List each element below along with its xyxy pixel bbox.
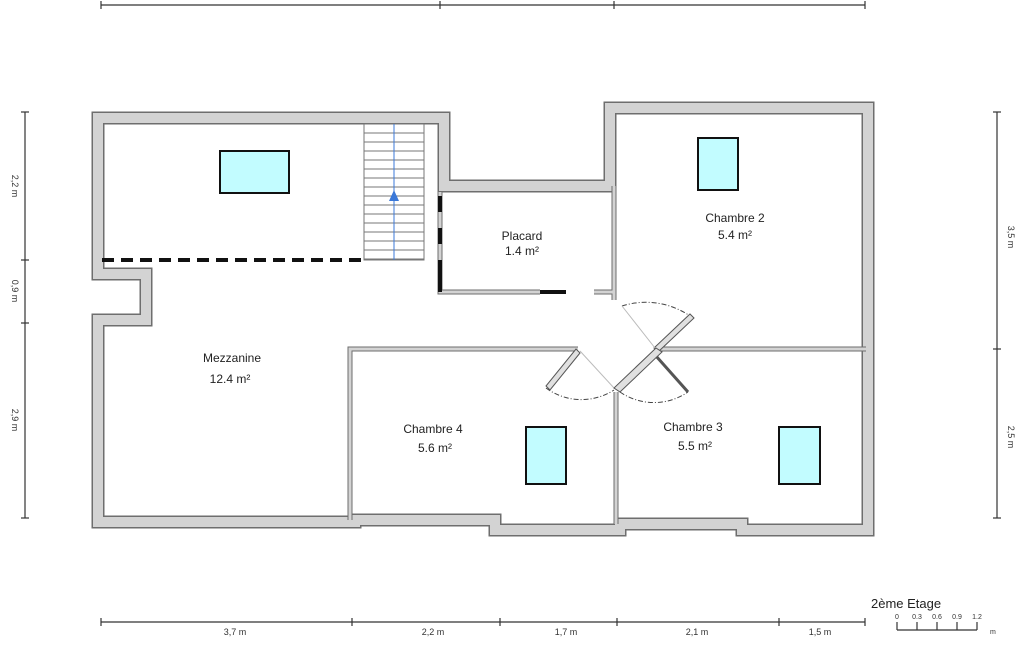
left-dimension-line: 2,2 m 0,9 m 2,9 m	[10, 111, 29, 519]
scale-bar: 0 0.3 0.6 0.9 1.2 m	[895, 614, 996, 636]
floor-label: 2ème Etage	[871, 596, 941, 611]
room-name: Chambre 3	[663, 420, 723, 434]
skylight-windows	[219, 137, 821, 485]
dimension-label: 2,2 m	[422, 627, 445, 637]
staircase	[363, 123, 425, 261]
room-name: Chambre 2	[705, 211, 765, 225]
scale-tick-label: 0.3	[912, 614, 922, 621]
window	[525, 426, 567, 485]
stair-arrow-icon	[389, 190, 399, 201]
room-chambre-3: Chambre 3 5.5 m²	[663, 420, 723, 453]
scale-tick-label: 0	[895, 614, 899, 621]
bottom-dimension-line: 3,7 m 2,2 m 1,7 m 2,1 m 1,5 m	[100, 618, 866, 637]
top-dimension-line	[100, 1, 866, 9]
dimension-label: 2,1 m	[686, 627, 709, 637]
room-area: 5.4 m²	[718, 228, 752, 242]
window	[778, 426, 821, 485]
room-chambre-4: Chambre 4 5.6 m²	[403, 422, 463, 455]
window	[219, 150, 290, 194]
room-name: Chambre 4	[403, 422, 463, 436]
dimension-label: 1,7 m	[555, 627, 578, 637]
room-mezzanine: Mezzanine 12.4 m²	[203, 351, 261, 386]
scale-tick-label: 0.9	[952, 614, 962, 621]
dimension-label: 2,2 m	[10, 175, 20, 198]
room-chambre-2: Chambre 2 5.4 m²	[705, 211, 765, 242]
room-placard: Placard 1.4 m²	[502, 229, 543, 258]
room-name: Mezzanine	[203, 351, 261, 365]
dimension-label: 2,5 m	[1006, 426, 1016, 449]
scale-unit: m	[990, 629, 996, 636]
room-name: Placard	[502, 229, 543, 243]
window	[697, 137, 739, 191]
room-area: 12.4 m²	[210, 372, 251, 386]
doors[interactable]	[545, 301, 695, 404]
dimension-label: 2,9 m	[10, 409, 20, 432]
scale-tick-label: 0.6	[932, 614, 942, 621]
room-area: 1.4 m²	[505, 244, 539, 258]
right-dimension-line: 3,5 m 2,5 m	[993, 111, 1016, 519]
dimension-label: 3,5 m	[1006, 226, 1016, 249]
room-area: 5.5 m²	[678, 439, 712, 453]
room-area: 5.6 m²	[418, 441, 452, 455]
exterior-walls	[91, 101, 875, 537]
interior-walls	[347, 186, 866, 524]
dimension-label: 3,7 m	[224, 627, 247, 637]
scale-tick-label: 1.2	[972, 614, 982, 621]
dimension-label: 1,5 m	[809, 627, 832, 637]
dimension-label: 0,9 m	[10, 280, 20, 303]
